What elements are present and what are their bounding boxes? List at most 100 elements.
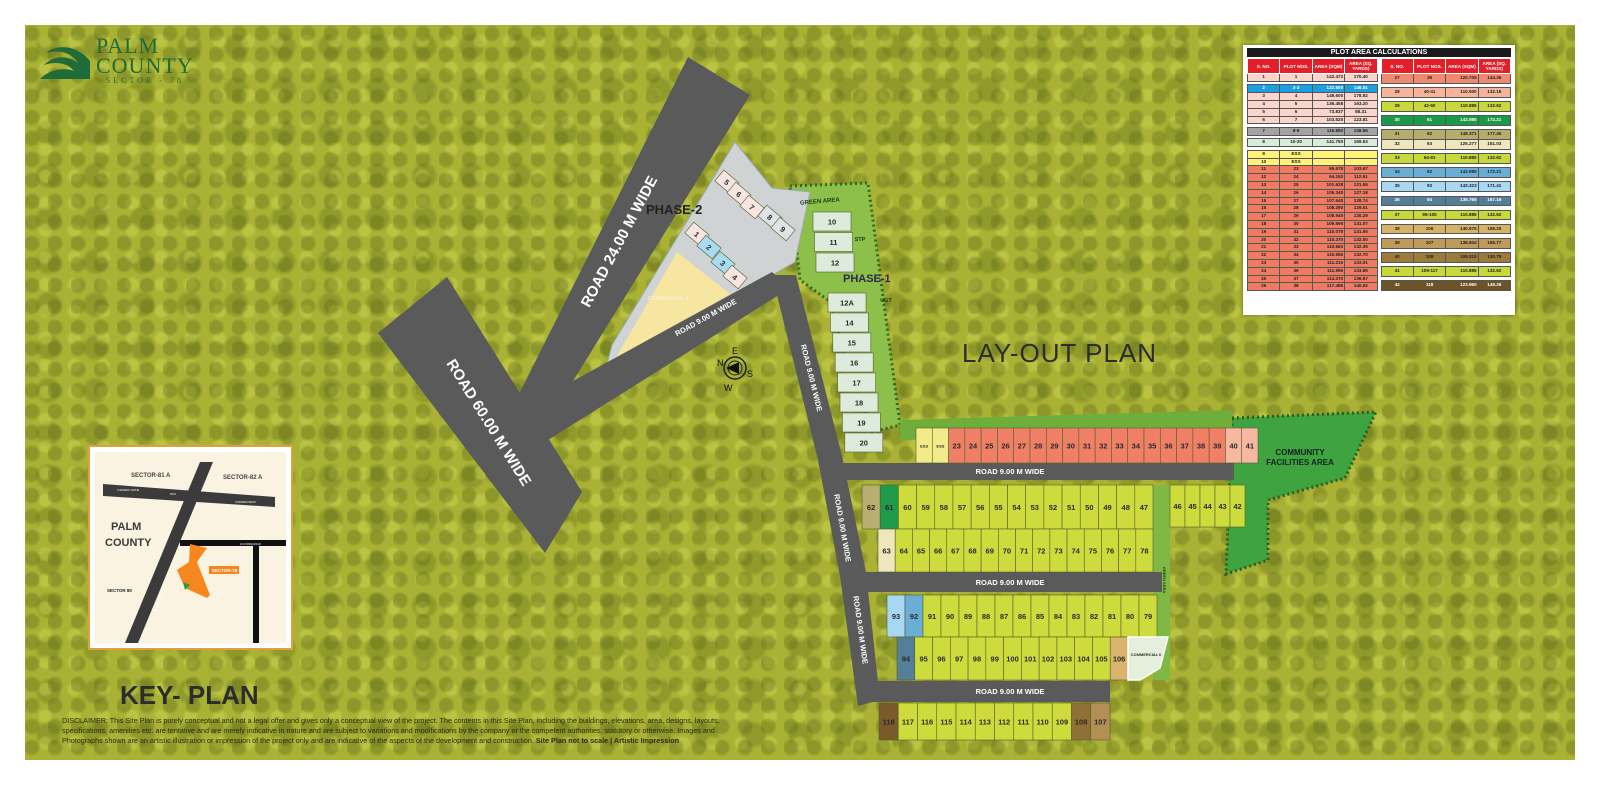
plot-98[interactable]: 98 [967, 636, 987, 681]
plot-19[interactable]: 19 [842, 412, 881, 433]
plot-86[interactable]: 86 [1012, 594, 1032, 638]
plot-87[interactable]: 87 [994, 594, 1014, 638]
plot-100[interactable]: 100 [1003, 636, 1022, 681]
plot-72[interactable]: 72 [1032, 528, 1051, 573]
plot-89[interactable]: 89 [958, 594, 978, 638]
plot-27[interactable]: 27 [1013, 427, 1031, 464]
plot-82[interactable]: 82 [1084, 594, 1104, 638]
plot-10[interactable]: 10 [812, 211, 852, 232]
plot-88[interactable]: 88 [976, 594, 996, 638]
plot-56[interactable]: 56 [970, 484, 990, 530]
plot-48[interactable]: 48 [1116, 484, 1136, 530]
plot-54[interactable]: 54 [1007, 484, 1026, 530]
plot-90[interactable]: 90 [940, 594, 960, 638]
plot-60[interactable]: 60 [898, 484, 917, 530]
plot-37[interactable]: 37 [1176, 427, 1194, 464]
plot-18[interactable]: 18 [839, 392, 879, 413]
plot-45[interactable]: 45 [1184, 484, 1201, 528]
plot-112[interactable]: 112 [994, 702, 1015, 741]
plot-33[interactable]: 33 [1111, 427, 1129, 464]
plot-ESS[interactable]: ESS [915, 427, 933, 464]
plot-11[interactable]: 11 [814, 232, 853, 252]
plot-85[interactable]: 85 [1030, 594, 1050, 638]
plot-76[interactable]: 76 [1101, 528, 1119, 573]
plot-68[interactable]: 68 [963, 528, 982, 573]
plot-65[interactable]: 65 [912, 528, 930, 573]
plot-104[interactable]: 104 [1074, 636, 1093, 681]
plot-31[interactable]: 31 [1078, 427, 1096, 464]
plot-53[interactable]: 53 [1025, 484, 1045, 530]
plot-44[interactable]: 44 [1199, 484, 1216, 528]
plot-113[interactable]: 113 [974, 702, 995, 741]
plot-2[interactable]: 2 [696, 234, 722, 260]
plot-61[interactable]: 61 [879, 484, 899, 530]
plot-77[interactable]: 77 [1118, 528, 1137, 573]
plot-103[interactable]: 103 [1056, 636, 1075, 681]
plot-80[interactable]: 80 [1120, 594, 1140, 638]
plot-73[interactable]: 73 [1049, 528, 1068, 573]
plot-46[interactable]: 46 [1169, 484, 1186, 528]
plot-116[interactable]: 116 [917, 702, 938, 741]
plot-57[interactable]: 57 [952, 484, 972, 530]
plot-32[interactable]: 32 [1094, 427, 1112, 464]
plot-50[interactable]: 50 [1079, 484, 1099, 530]
plot-55[interactable]: 55 [989, 484, 1008, 530]
plot-99[interactable]: 99 [985, 636, 1004, 681]
plot-12A[interactable]: 12A [827, 292, 867, 313]
plot-9[interactable]: 9 [770, 216, 796, 242]
plot-62[interactable]: 62 [861, 484, 881, 530]
plot-92[interactable]: 92 [904, 594, 924, 638]
plot-78[interactable]: 78 [1135, 528, 1154, 573]
plot-43[interactable]: 43 [1214, 484, 1231, 528]
plot-49[interactable]: 49 [1098, 484, 1117, 530]
plot-106[interactable]: 106 [1109, 636, 1129, 681]
plot-97[interactable]: 97 [950, 636, 969, 681]
plot-75[interactable]: 75 [1083, 528, 1102, 573]
plot-40[interactable]: 40 [1225, 427, 1243, 464]
plot-26[interactable]: 26 [997, 427, 1015, 464]
plot-30[interactable]: 30 [1062, 427, 1080, 464]
plot-25[interactable]: 25 [980, 427, 998, 464]
plot-67[interactable]: 67 [946, 528, 965, 573]
plot-69[interactable]: 69 [980, 528, 999, 573]
plot-36[interactable]: 36 [1159, 427, 1177, 464]
plot-95[interactable]: 95 [914, 636, 933, 681]
plot-81[interactable]: 81 [1102, 594, 1122, 638]
plot-83[interactable]: 83 [1066, 594, 1086, 638]
plot-115[interactable]: 115 [936, 702, 957, 741]
plot-16[interactable]: 16 [834, 352, 874, 373]
plot-94[interactable]: 94 [896, 636, 916, 681]
plot-23[interactable]: 23 [948, 427, 966, 464]
plot-114[interactable]: 114 [955, 702, 976, 741]
plot-24[interactable]: 24 [964, 427, 982, 464]
plot-29[interactable]: 29 [1045, 427, 1063, 464]
plot-118[interactable]: 118 [878, 702, 899, 741]
plot-93[interactable]: 93 [886, 594, 906, 638]
plot-28[interactable]: 28 [1029, 427, 1047, 464]
plot-91[interactable]: 91 [922, 594, 942, 638]
plot-41[interactable]: 41 [1241, 427, 1259, 464]
plot-74[interactable]: 74 [1066, 528, 1085, 573]
plot-108[interactable]: 108 [1071, 702, 1092, 741]
plot-71[interactable]: 71 [1015, 528, 1033, 573]
plot-66[interactable]: 66 [929, 528, 948, 573]
plot-70[interactable]: 70 [998, 528, 1016, 573]
plot-12[interactable]: 12 [815, 252, 855, 273]
plot-52[interactable]: 52 [1043, 484, 1063, 530]
plot-17[interactable]: 17 [837, 372, 876, 393]
plot-20[interactable]: 20 [844, 432, 884, 453]
plot-35[interactable]: 35 [1143, 427, 1161, 464]
plot-107[interactable]: 107 [1090, 702, 1111, 741]
plot-4[interactable]: 4 [722, 264, 748, 290]
plot-102[interactable]: 102 [1038, 636, 1058, 681]
plot-38[interactable]: 38 [1192, 427, 1210, 464]
plot-117[interactable]: 117 [897, 702, 918, 741]
plot-34[interactable]: 34 [1127, 427, 1145, 464]
plot-42[interactable]: 42 [1229, 484, 1246, 528]
plot-ESS[interactable]: ESS [931, 427, 949, 464]
plot-79[interactable]: 79 [1138, 594, 1158, 638]
plot-101[interactable]: 101 [1021, 636, 1040, 681]
plot-96[interactable]: 96 [932, 636, 951, 681]
plot-105[interactable]: 105 [1092, 636, 1111, 681]
plot-110[interactable]: 110 [1032, 702, 1053, 741]
